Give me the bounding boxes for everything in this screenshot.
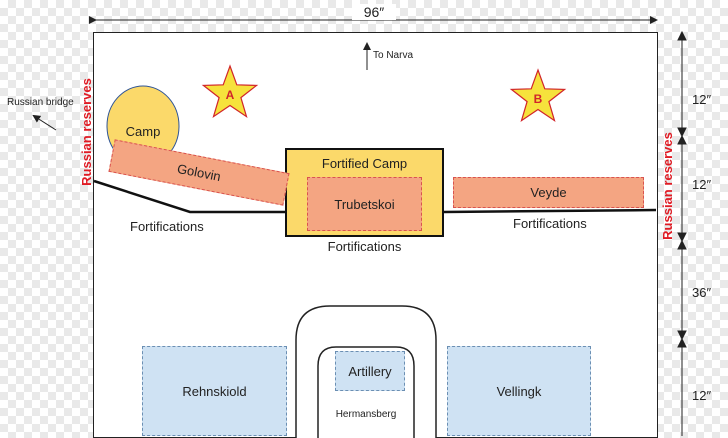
russian-reserves-right-label: Russian reserves — [660, 132, 675, 240]
height-tick — [677, 134, 687, 145]
height-tick — [677, 337, 687, 348]
star-b-shape — [509, 68, 567, 123]
russian-bridge-label: Russian bridge — [7, 97, 74, 108]
objective-b-label: B — [533, 92, 543, 106]
unit-rehnskiold: Rehnskiold — [142, 346, 287, 436]
hermansberg-label: Hermansberg — [335, 409, 397, 420]
fortification-line-right — [443, 208, 657, 214]
height-dimension-label-1: 12″ — [692, 92, 712, 107]
star-a-shape — [201, 64, 259, 119]
unit-veyde: Veyde — [453, 177, 644, 208]
height-dimension-label-2: 12″ — [692, 177, 712, 192]
height-tick — [677, 232, 687, 243]
fortifications-label-center: Fortifications — [327, 239, 402, 254]
camp-label: Camp — [125, 124, 161, 139]
objective-a-label: A — [225, 88, 235, 102]
fortifications-label-left: Fortifications — [130, 219, 204, 234]
height-dimension-label-3: 36″ — [692, 285, 712, 300]
russian-bridge-arrow — [32, 114, 57, 131]
fortifications-label-right: Fortifications — [513, 216, 587, 231]
unit-vellingk: Vellingk — [447, 346, 591, 436]
unit-trubetskoi: Trubetskoi — [307, 177, 422, 231]
fortification-line-left — [93, 179, 286, 214]
height-tick — [677, 330, 687, 341]
russian-reserves-left-label: Russian reserves — [79, 78, 94, 186]
unit-artillery: Artillery — [335, 351, 405, 391]
height-dimension-label-4: 12″ — [692, 388, 712, 403]
width-dimension-label: 96″ — [352, 4, 396, 20]
height-tick — [677, 127, 687, 138]
fortified-camp-label: Fortified Camp — [321, 156, 408, 171]
height-tick — [677, 239, 687, 250]
height-tick — [677, 30, 687, 41]
to-narva-label: To Narva — [373, 50, 414, 61]
